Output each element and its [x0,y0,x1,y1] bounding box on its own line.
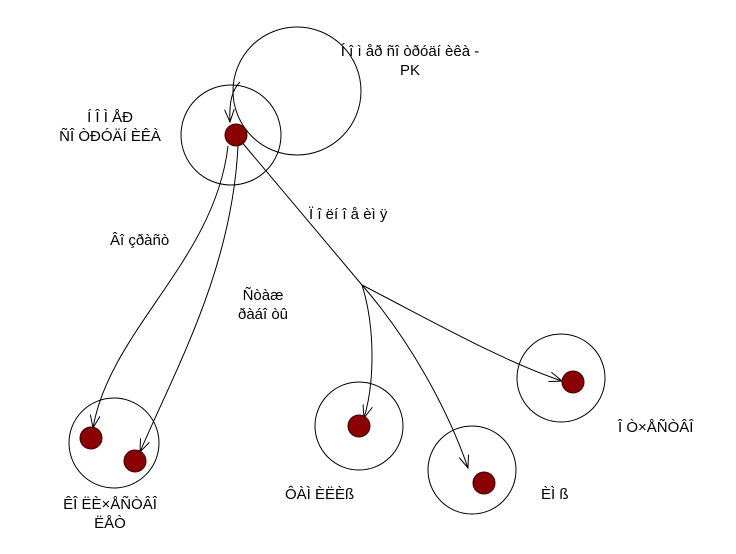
self-relation-circle [232,26,362,156]
arrow-self-relation [230,81,241,122]
entity-circle-patronymic [516,333,606,423]
node-count-1 [79,426,103,450]
label-employee-number: Í Î Ì ÅÐ ÑÎ ÒÐÓÄÍ ÈÊÀ [59,108,161,146]
label-model-rk: Í î ì åð ñî òðóäí èêà - PK [341,42,479,80]
arrow-to-patronymic [361,284,562,381]
label-work-experience-line1: Ñòàæ [242,287,284,304]
label-employee-number-line2: ÑÎ ÒÐÓÄÍ ÈÊÀ [59,128,161,145]
label-work-experience: Ñòàæ ðàáî òû [238,286,288,324]
arrow-to-name [361,284,468,468]
label-in-age: Âî çðàñò [110,232,170,249]
label-count-line2: ËÅÒ [94,515,126,532]
label-model-rk-line1: Í î ì åð ñî òðóäí èêà - [340,43,480,60]
node-count-2 [123,449,147,473]
label-employee-number-line1: Í Î Ì ÅÐ [87,109,133,126]
entity-circle-family [314,381,404,471]
entity-circle-name [427,425,517,515]
label-count-line1: ÊÎ ËÈ×ÅÑÒÂÎ [63,496,157,513]
label-family: ÔÀÌ ÈËÈß [285,486,355,503]
arrow-subdivision-trunk [239,139,363,286]
node-patronymic [561,370,585,394]
arrow-in-age [93,145,229,428]
label-work-experience-line2: ðàáî òû [237,306,289,323]
label-name: ÈÌ ß [541,486,569,503]
entity-circle-count-years [68,397,160,489]
arrow-work-experience [140,145,239,452]
label-model-rk-line2: PK [399,62,420,79]
arrow-to-family [361,284,372,418]
label-patronymic: Î Ò×ÅÑÒÂÎ [618,419,694,436]
label-count-years: ÊÎ ËÈ×ÅÑÒÂÎ ËÅÒ [63,495,157,533]
node-employee [224,123,248,147]
node-family [347,414,371,438]
label-subdivision: Ï î ëí î å èì ÿ [309,206,388,223]
entity-circle-employee [180,84,282,186]
node-name [472,471,496,495]
